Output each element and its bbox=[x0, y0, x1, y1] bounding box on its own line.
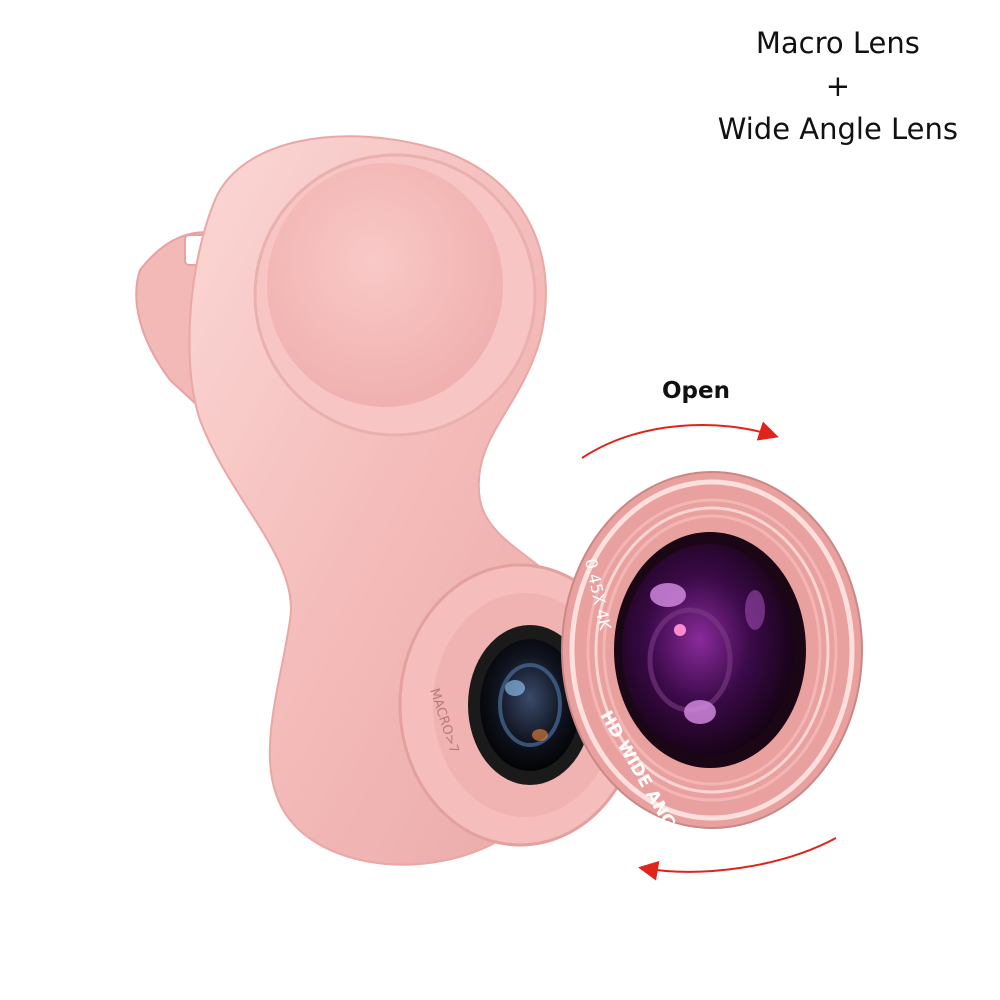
rotation-arrow-bottom bbox=[638, 837, 837, 881]
caption-line-macro: Macro Lens bbox=[755, 26, 920, 60]
rotation-arrow-top bbox=[581, 421, 779, 459]
product-caption: Macro Lens + Wide Angle Lens bbox=[718, 22, 958, 151]
caption-line-wide: Wide Angle Lens bbox=[717, 112, 958, 146]
clip-pad bbox=[253, 153, 537, 437]
caption-line-plus: + bbox=[825, 69, 850, 103]
open-label: Open bbox=[662, 378, 730, 404]
wide-angle-lens: 0.45X 4K HD WIDE ANGLE bbox=[561, 471, 863, 852]
